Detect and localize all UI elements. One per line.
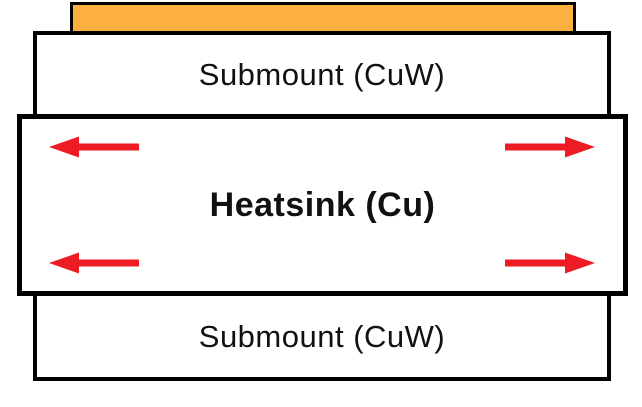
heatsink-label: Heatsink (Cu): [209, 185, 436, 224]
right-arrow-shape: [505, 252, 595, 274]
left-arrow-shape: [49, 136, 139, 158]
submount-bottom-layer: Submount (CuW): [33, 292, 611, 381]
submount-top-label: Submount (CuW): [198, 56, 446, 92]
submount-top-layer: Submount (CuW): [33, 31, 611, 118]
right-arrow-shape: [505, 136, 595, 158]
right-arrow-icon: [505, 136, 595, 158]
left-arrow-shape: [49, 252, 139, 274]
heatsink-layer: Heatsink (Cu): [17, 114, 628, 296]
left-arrow-icon: [49, 252, 139, 274]
right-arrow-icon: [505, 252, 595, 274]
submount-bottom-label: Submount (CuW): [198, 318, 446, 354]
left-arrow-icon: [49, 136, 139, 158]
